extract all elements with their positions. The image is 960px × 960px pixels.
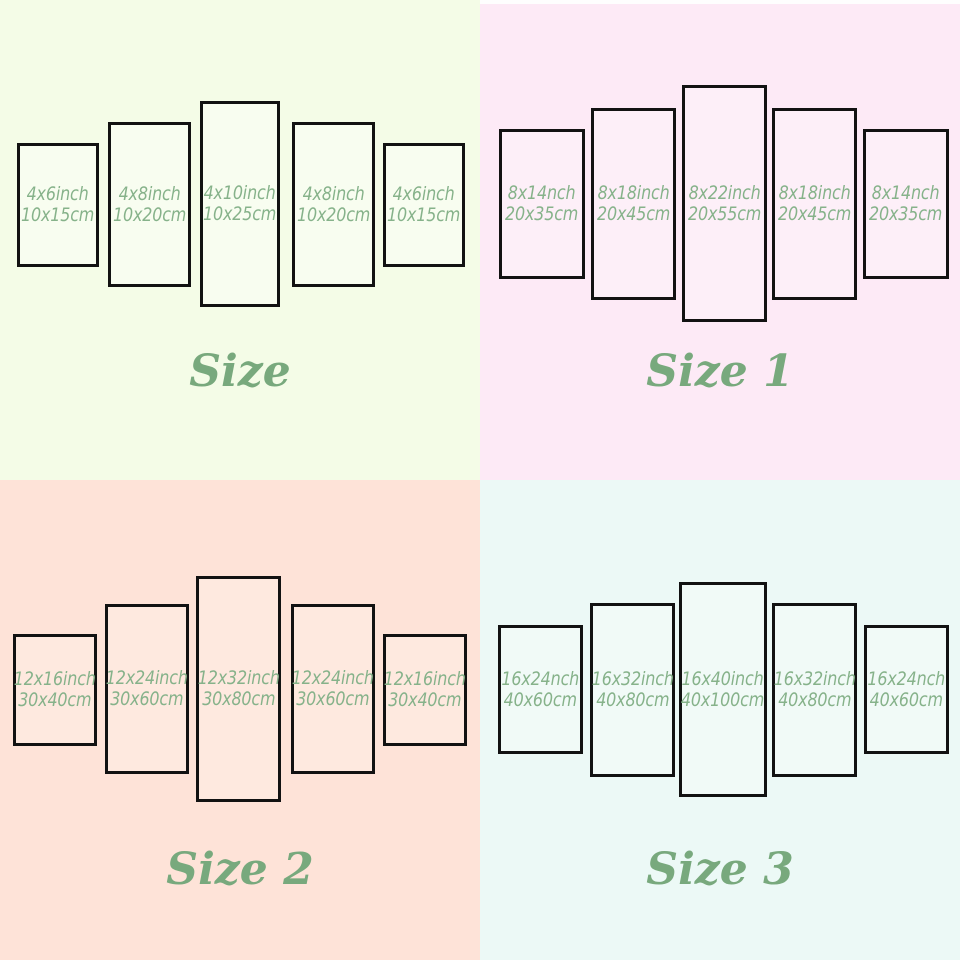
panel-size-inch: 16x24nch [501,667,580,690]
white-edge-strip [480,0,960,4]
panel-size-cm: 40x60cm [869,688,944,711]
size-chart-quadrant-size: 4x6inch 10x15cm 4x8inch 10x20cm 4x10inch… [0,0,480,480]
size-chart-quadrant-size-2: 12x16inch 30x40cm 12x24inch 30x60cm 12x3… [0,480,480,960]
panel-size-inch: 8x18inch [778,182,851,204]
panel-preview: 8x18inch 20x45cm [772,108,857,300]
panel-preview: 16x32inch 40x80cm [590,603,675,777]
panel-preview: 12x16inch 30x40cm [13,634,97,746]
panel-size-cm: 20x55cm [687,202,762,225]
panel-preview: 16x32inch 40x80cm [772,603,857,777]
panel-preview: 16x40inch 40x100cm [679,582,767,797]
panel-size-cm: 20x35cm [505,203,579,225]
panel-preview: 8x18inch 20x45cm [591,108,676,300]
panel-size-cm: 10x25cm [203,203,277,225]
panel-preview: 4x8inch 10x20cm [108,122,191,287]
size-chart-quadrant-size-3: 16x24nch 40x60cm 16x32inch 40x80cm 16x40… [480,480,960,960]
panel-preview: 12x24inch 30x60cm [291,604,375,774]
panel-preview: 4x10inch 10x25cm [200,101,280,307]
panel-size-cm: 10x20cm [296,203,371,226]
panel-size-cm: 30x80cm [201,688,276,710]
panel-preview: 12x16inch 30x40cm [383,634,467,746]
panel-size-inch: 16x32inch [591,668,674,690]
panel-size-cm: 30x40cm [18,689,92,711]
panel-preview: 16x24nch 40x60cm [498,625,583,754]
size-group-title: Size 2 [166,844,314,895]
panel-size-cm: 40x80cm [777,689,852,711]
panel-size-inch: 4x8inch [302,182,365,205]
panel-size-inch: 12x16inch [14,668,97,690]
panel-size-inch: 4x8inch [118,182,181,205]
panel-size-cm: 40x80cm [595,689,670,711]
panel-size-inch: 8x14nch [508,182,576,204]
panel-size-inch: 16x32inch [773,668,856,690]
panel-preview: 12x32inch 30x80cm [196,576,281,802]
panel-size-inch: 4x10inch [203,182,277,204]
panel-size-inch: 12x16inch [384,668,467,690]
panel-preview: 8x14nch 20x35cm [499,129,585,279]
panel-preview: 4x6inch 10x15cm [383,143,465,267]
panel-size-cm: 20x45cm [596,203,671,225]
panel-preview: 8x14nch 20x35cm [863,129,949,279]
panel-size-cm: 40x60cm [503,688,578,711]
panel-size-inch: 4x6inch [26,183,90,205]
panel-size-cm: 10x20cm [112,203,187,226]
panel-preview: 8x22inch 20x55cm [682,85,767,322]
panel-preview: 12x24inch 30x60cm [105,604,189,774]
panel-preview: 4x6inch 10x15cm [17,143,99,267]
panel-size-inch: 12x32inch [197,667,280,689]
size-group-title: Size 1 [646,346,794,397]
panel-size-inch: 4x6inch [392,183,456,205]
panel-size-cm: 30x60cm [296,688,370,710]
size-group-title: Size 3 [646,844,794,895]
panel-size-inch: 16x24nch [867,667,946,690]
panel-size-inch: 8x18inch [597,182,670,204]
panel-size-cm: 40x100cm [681,688,765,711]
panel-size-inch: 8x14nch [872,182,940,204]
panel-preview: 4x8inch 10x20cm [292,122,375,287]
panel-size-cm: 30x60cm [110,688,184,710]
panel-preview: 16x24nch 40x60cm [864,625,949,754]
panel-size-cm: 20x35cm [869,203,943,225]
panel-size-cm: 30x40cm [388,689,462,711]
size-group-title: Size [189,346,291,397]
panel-size-inch: 16x40inch [682,667,765,690]
panel-size-cm: 10x15cm [21,204,95,226]
panel-size-cm: 10x15cm [387,204,461,226]
size-chart-quadrant-size-1: 8x14nch 20x35cm 8x18inch 20x45cm 8x22inc… [480,0,960,480]
panel-size-inch: 8x22inch [688,181,761,204]
panel-size-cm: 20x45cm [777,203,852,225]
panel-size-inch: 12x24inch [106,667,189,689]
panel-size-inch: 12x24inch [292,667,375,689]
